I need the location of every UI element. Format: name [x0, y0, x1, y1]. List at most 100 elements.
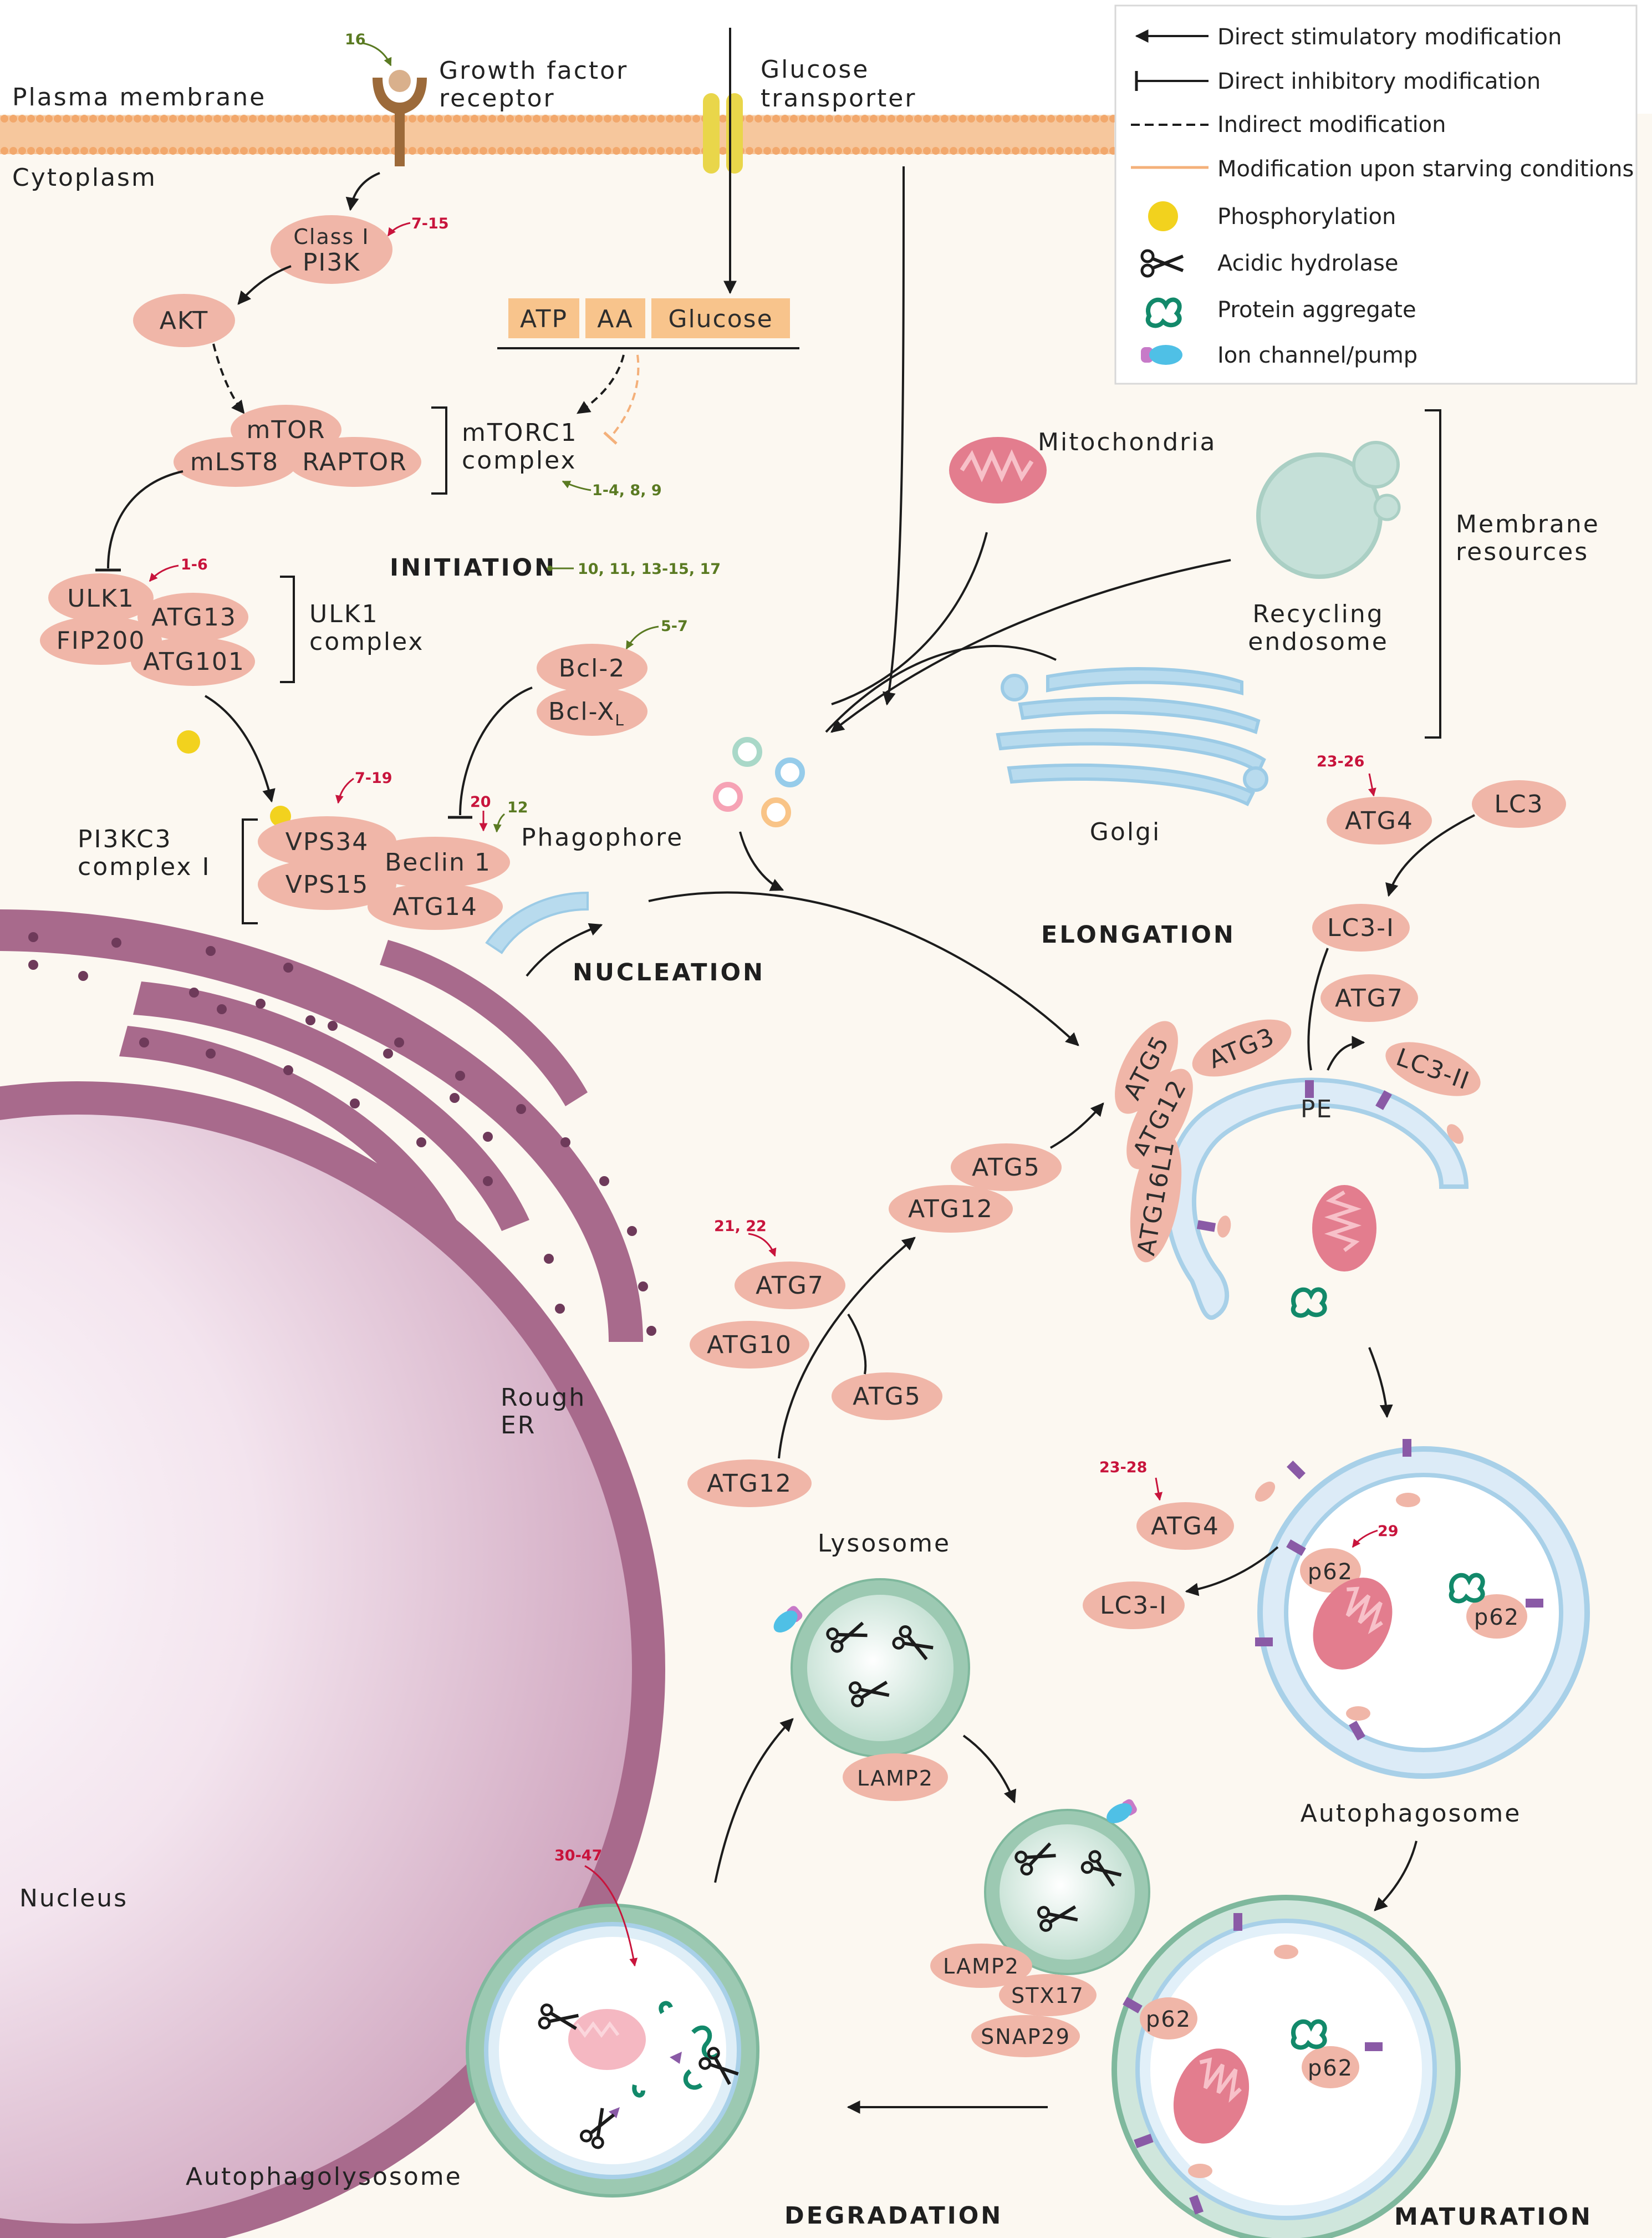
akt-node — [133, 294, 235, 347]
atg12-low-label: ATG12 — [707, 1469, 792, 1498]
atg7-top-label: ATG7 — [1335, 984, 1404, 1013]
golgi-label: Golgi — [1090, 818, 1161, 846]
scissors-icon — [1014, 1842, 1056, 1876]
ref-16: 16 — [345, 31, 366, 48]
rough-er-label-1: Rough — [501, 1384, 586, 1412]
lc3-1-top-node — [1312, 904, 1410, 952]
lc3-anchor — [1286, 1539, 1306, 1556]
atg13-node — [137, 593, 248, 642]
fip200-label: FIP200 — [57, 627, 146, 655]
pi3k-node — [271, 215, 392, 284]
glucose-label: Glucose — [668, 305, 773, 333]
cargo-receptor — [1346, 1706, 1370, 1721]
lc3-2-node — [1385, 1042, 1481, 1096]
ulk1-complex-label-2: complex — [309, 628, 424, 656]
membrane-resources-label-2: resources — [1456, 538, 1589, 566]
protein-aggregate — [1291, 1287, 1327, 1318]
atg5-mid-node — [951, 1143, 1062, 1191]
phagophore-label: Phagophore — [521, 823, 684, 852]
atg12-complex-node — [1126, 1069, 1193, 1169]
phagophore — [485, 891, 589, 954]
lc3-anchor — [1233, 1913, 1242, 1931]
p62-node — [1466, 1594, 1527, 1639]
atg12-low-node — [687, 1459, 812, 1507]
lc3-node — [1472, 780, 1566, 828]
atg4-low-node — [1136, 1502, 1234, 1550]
atg10-label: ATG10 — [707, 1331, 792, 1359]
ion-channel-icon — [1107, 1799, 1137, 1824]
p62-node — [1300, 1548, 1361, 1593]
p62-node — [1140, 1997, 1197, 2039]
lc3-1-low-label: LC3-I — [1100, 1591, 1167, 1620]
stx17-label: STX17 — [1011, 1983, 1084, 2008]
elongation-stage: ELONGATION — [1041, 921, 1236, 949]
vesicle — [732, 737, 762, 767]
elongating-phagophore — [1164, 1077, 1469, 1320]
lc3-anchor — [1134, 2134, 1154, 2148]
scissors-icon — [1037, 1905, 1078, 1932]
cargo-receptor — [1446, 1124, 1464, 1144]
ref-1-4-8-9: 1-4, 8, 9 — [592, 482, 662, 499]
p62-label-1: p62 — [1308, 1559, 1353, 1585]
ref-1-6: 1-6 — [181, 556, 208, 573]
cargo-receptor — [1274, 1945, 1298, 1959]
glucose-transporter-label-2: transporter — [761, 84, 916, 113]
atg14-node — [368, 883, 503, 930]
lc3-anchor — [1255, 1637, 1273, 1646]
atg7-mid-label: ATG7 — [756, 1271, 824, 1300]
lc3-anchor — [1287, 1461, 1306, 1479]
nucleus — [0, 1081, 665, 2238]
atg3-node — [1192, 1019, 1292, 1077]
lc3-anchor — [1123, 1997, 1143, 2013]
vps15-label: VPS15 — [285, 871, 369, 899]
cytoplasm-label: Cytoplasm — [12, 164, 157, 192]
glucose-transporter-label-1: Glucose — [761, 55, 869, 84]
legend-phosphorylation: Phosphorylation — [1217, 204, 1396, 230]
atg12-mid-label: ATG12 — [908, 1195, 993, 1223]
autophagolysosome-label: Autophagolysosome — [186, 2163, 462, 2191]
snap29-label: SNAP29 — [981, 2025, 1070, 2049]
protein-aggregate — [1291, 2019, 1327, 2050]
gf-receptor-label-1: Growth factor — [439, 57, 628, 85]
scissors-icon — [538, 2003, 579, 2030]
fip200-node — [40, 616, 162, 665]
aa-box — [585, 298, 645, 338]
vps34-node — [258, 816, 396, 867]
atp-label: ATP — [520, 305, 568, 333]
ref-23-28: 23-28 — [1099, 1459, 1147, 1476]
beclin1-node — [360, 837, 510, 888]
lc3-anchor — [1526, 1599, 1543, 1608]
ref-20: 20 — [470, 794, 491, 811]
atg101-label: ATG101 — [143, 648, 245, 676]
atg7-mid-node — [735, 1262, 845, 1309]
lc3-1-low-node — [1083, 1581, 1185, 1629]
degrading-mitochondria — [568, 2009, 646, 2070]
cargo-receptor — [1217, 1215, 1231, 1238]
atg13-label: ATG13 — [151, 603, 237, 632]
aa-label: AA — [597, 305, 633, 333]
protein-aggregate-icon — [1145, 297, 1182, 328]
vesicle — [761, 797, 791, 827]
legend-ionchannel: Ion channel/pump — [1217, 343, 1418, 368]
ref-5-7: 5-7 — [661, 618, 688, 635]
lamp2-label-1: LAMP2 — [857, 1766, 934, 1791]
lysosome — [791, 1578, 970, 1758]
glucose-box — [651, 298, 790, 338]
phosphorylation-icon — [1148, 201, 1178, 231]
mitochondria-cargo — [1312, 1185, 1376, 1271]
legend-indirect: Indirect modification — [1217, 112, 1446, 138]
acidic-hydrolases — [826, 1621, 934, 1707]
vps34-label: VPS34 — [285, 828, 369, 856]
raptor-label: RAPTOR — [302, 448, 407, 476]
stx17-node — [999, 1974, 1097, 2016]
lamp2-label-2: LAMP2 — [943, 1954, 1019, 1978]
cargo-receptor — [1255, 1481, 1276, 1502]
protein-aggregate — [1449, 1573, 1485, 1604]
lc3-anchor — [1189, 2195, 1204, 2215]
atg4-top-node — [1327, 797, 1432, 845]
class1-label: Class I — [293, 225, 369, 249]
ulk1-complex-label-1: ULK1 — [309, 600, 379, 628]
maturation-stage: MATURATION — [1394, 2203, 1593, 2231]
acidic-hydrolases — [1014, 1842, 1122, 1932]
peptide-fragment — [609, 2107, 620, 2118]
